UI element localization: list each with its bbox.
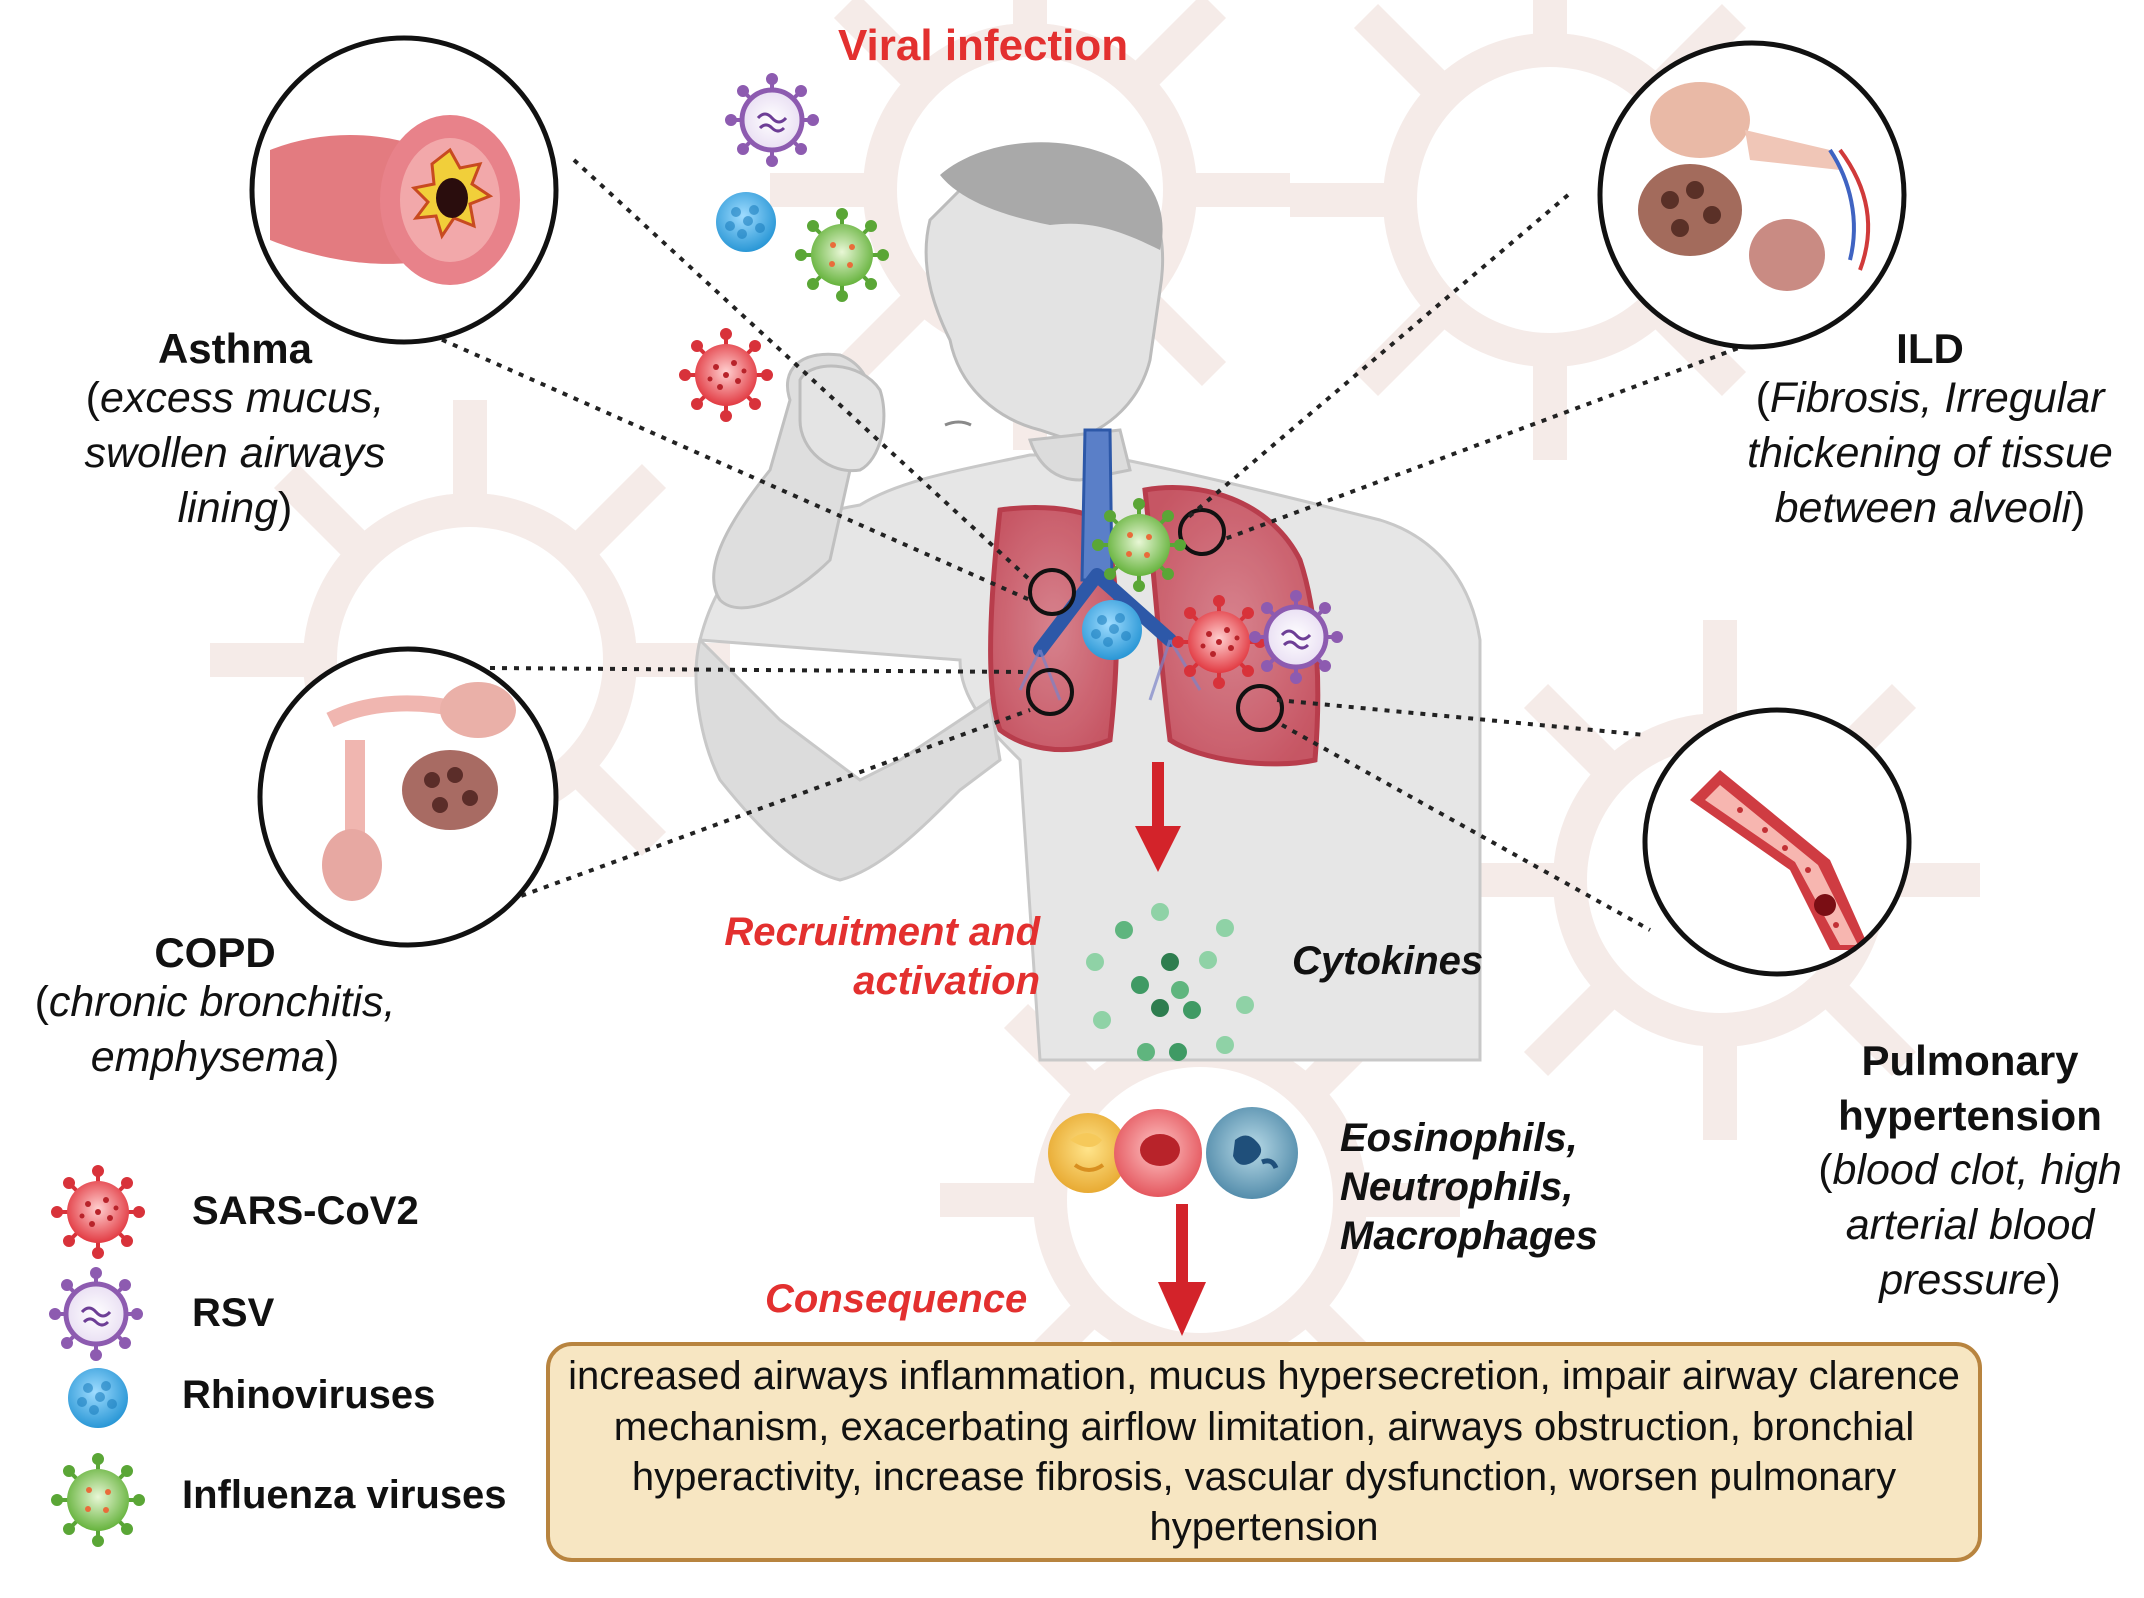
macrophage-icon: [1206, 1107, 1298, 1199]
cytokines-label: Cytokines: [1292, 939, 1484, 983]
asthma-title: Asthma: [157, 325, 313, 372]
legend-icons: [51, 1165, 145, 1547]
rhinovirus-icon: [68, 1368, 128, 1428]
dotted-connector-lines: [419, 158, 1761, 932]
legend-label-rsv: RSV: [192, 1291, 275, 1335]
ild-title: ILD: [1896, 325, 1964, 372]
copd-label: COPD (chronic bronchitis, emphysema): [0, 930, 430, 1085]
legend-label-rhinoviruses: Rhinoviruses: [182, 1373, 436, 1417]
consequence-box: increased airways inflammation, mucus hy…: [546, 1342, 1982, 1562]
ild-label: ILD (Fibrosis, Irregular thickening of t…: [1720, 326, 2140, 536]
legend-label-influenza: Influenza viruses: [182, 1473, 507, 1517]
recruitment-label: Recruitment and activation: [724, 910, 1040, 1003]
rsv-icon: [51, 1269, 141, 1359]
copd-inset: [257, 646, 559, 948]
pulmonary-hypertension-inset: [1642, 707, 1912, 977]
influenza-icon: [51, 1453, 145, 1547]
legend-label-sars-cov2: SARS-CoV2: [192, 1189, 419, 1233]
page-title: Viral infection: [838, 21, 1129, 70]
down-arrow-2: [1158, 1204, 1206, 1336]
sars-cov2-icon: [51, 1165, 145, 1259]
consequence-label: Consequence: [765, 1277, 1028, 1321]
pulmonary-hypertension-description: (blood clot, high arterial blood pressur…: [1818, 1146, 2122, 1305]
ild-description: (Fibrosis, Irregular thickening of tissu…: [1747, 374, 2113, 533]
ild-inset: [1597, 40, 1907, 350]
asthma-label: Asthma (excess mucus, swollen airways li…: [40, 326, 430, 536]
pulmonary-hypertension-label: Pulmonary hypertension (blood clot, high…: [1796, 1034, 2144, 1308]
pulmonary-hypertension-title: Pulmonary hypertension: [1838, 1037, 2102, 1139]
cytokine-dots: [1086, 903, 1254, 1061]
immune-cells-label: Eosinophils, Neutrophils, Macrophages: [1340, 1116, 1598, 1258]
immune-cells: [1048, 1107, 1298, 1199]
copd-title: COPD: [154, 929, 276, 976]
consequence-text: increased airways inflammation, mucus hy…: [568, 1354, 1960, 1550]
copd-description: (chronic bronchitis, emphysema): [34, 978, 396, 1082]
down-arrow-1: [1135, 762, 1181, 872]
asthma-inset: [249, 35, 559, 345]
asthma-description: (excess mucus, swollen airways lining): [84, 374, 386, 533]
neutrophil-icon: [1114, 1109, 1202, 1197]
eosinophil-icon: [1048, 1113, 1128, 1193]
